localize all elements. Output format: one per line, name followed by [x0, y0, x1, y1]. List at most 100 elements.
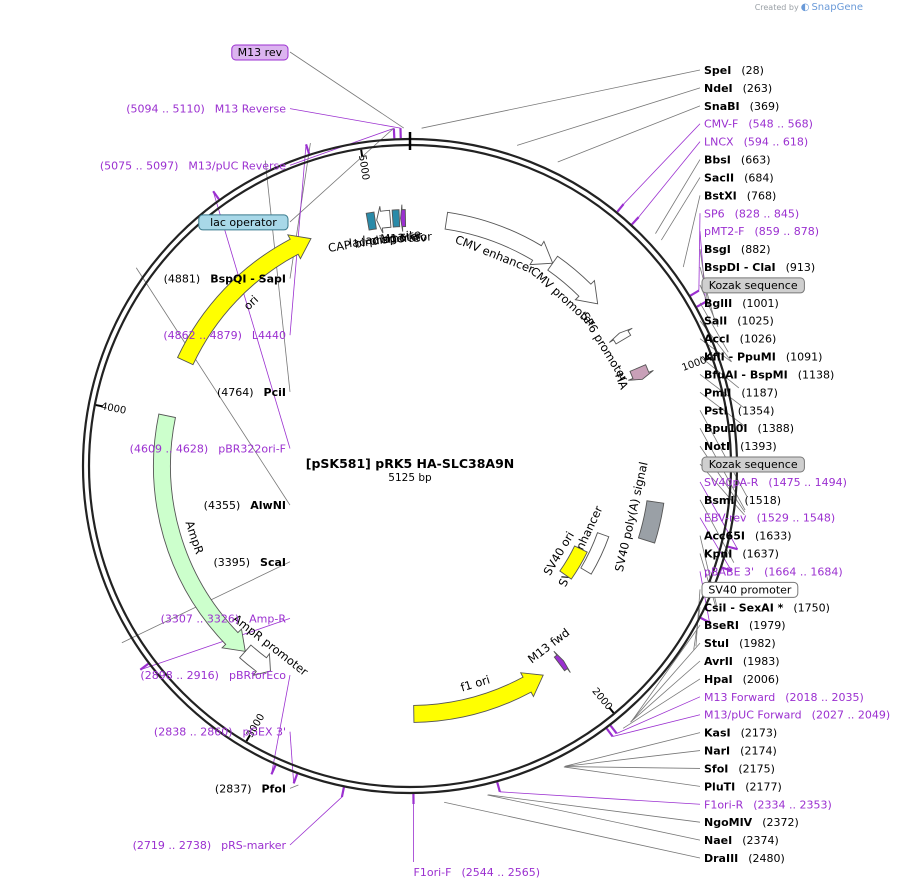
primer-name: Amp-R	[249, 612, 286, 625]
boxed-label-m13-rev[interactable]	[231, 44, 289, 61]
site-label[interactable]: (2837)PfoI	[215, 782, 286, 795]
site-label[interactable]: BspDI - ClaI(913)	[704, 261, 815, 274]
feature-m13-fwd[interactable]	[553, 650, 571, 673]
site-label[interactable]: BbsI(663)	[704, 154, 771, 167]
site-name: AccI	[704, 333, 730, 346]
site-label[interactable]: AvrII(1983)	[704, 655, 779, 668]
feature-ori[interactable]	[176, 234, 312, 366]
primer-label[interactable]: F1ori-F(2544 .. 2565)	[414, 866, 541, 879]
leader-line	[631, 624, 701, 722]
primer-mark	[721, 566, 732, 572]
site-label[interactable]: PmlI(1187)	[704, 386, 778, 399]
site-label[interactable]: Bpu10I(1388)	[704, 422, 794, 435]
leader-line	[140, 618, 291, 671]
primer-mark	[689, 289, 700, 297]
feature-m13-rev[interactable]	[400, 204, 407, 232]
site-name: BstXI	[704, 189, 737, 202]
site-label[interactable]: BfuAI - BspMI(1138)	[704, 368, 834, 381]
site-label[interactable]: SnaBI(369)	[704, 100, 779, 113]
site-label[interactable]: DraIII(2480)	[704, 852, 785, 865]
site-label[interactable]: SpeI(28)	[704, 64, 764, 77]
tick-label: 4000	[100, 401, 127, 417]
primer-label[interactable]: (5094 .. 5110)M13 Reverse	[126, 103, 286, 116]
primer-label[interactable]: LNCX(594 .. 618)	[704, 136, 808, 149]
primer-label[interactable]: pBABE 3'(1664 .. 1684)	[704, 565, 843, 578]
site-label[interactable]: NotI(1393)	[704, 440, 777, 453]
primer-label[interactable]: (3307 .. 3326)Amp-R	[161, 612, 287, 625]
boxed-label-kozak-sequence[interactable]	[701, 277, 805, 294]
site-label[interactable]: PstI(1354)	[704, 404, 774, 417]
site-label[interactable]: PluTI(2177)	[704, 780, 782, 793]
site-label[interactable]: SacII(684)	[704, 171, 774, 184]
feature-sp6-promoter[interactable]	[609, 327, 633, 345]
primer-name: pBR322ori-F	[218, 443, 286, 456]
feature-ampr[interactable]	[153, 413, 246, 652]
boxed-label-lac-operator[interactable]	[198, 214, 289, 231]
primer-coord: (4862 .. 4879)	[163, 329, 242, 342]
site-label[interactable]: (3395) ScaI	[213, 556, 286, 569]
feature-sv40-enhancer[interactable]	[580, 532, 610, 575]
primer-label[interactable]: (2838 .. 2860)pGEX 3'	[154, 726, 286, 739]
primer-label[interactable]: (4609 .. 4628)pBR322ori-F	[130, 443, 286, 456]
primer-name: M13 Forward	[704, 691, 775, 704]
boxed-label-sv40-promoter[interactable]	[701, 581, 799, 598]
site-label[interactable]: Acc65I(1633)	[704, 530, 792, 543]
primer-label[interactable]: F1ori-R(2334 .. 2353)	[704, 798, 832, 811]
feature-label-ha: HA	[612, 371, 631, 392]
primer-label[interactable]: M13 Forward (2018 .. 2035)	[704, 691, 864, 704]
primer-coord: (2334 .. 2353)	[753, 798, 832, 811]
primer-label[interactable]: SV40pA-R(1475 .. 1494)	[704, 476, 847, 489]
site-label[interactable]: KflI - PpuMI(1091)	[704, 351, 822, 364]
primer-label[interactable]: EBV-rev(1529 .. 1548)	[704, 512, 835, 525]
site-coord: (3395)	[213, 556, 250, 569]
primer-label[interactable]: CMV-F(548 .. 568)	[704, 118, 813, 131]
feature-ha[interactable]	[628, 364, 654, 381]
site-label[interactable]: BsmI(1518)	[704, 494, 781, 507]
site-label[interactable]: BglII(1001)	[704, 297, 779, 310]
primer-label[interactable]: M13/pUC Forward(2027 .. 2049)	[704, 709, 890, 722]
site-label[interactable]: (4355)AlwNI	[204, 499, 286, 512]
feature-lac-operator[interactable]	[391, 209, 401, 228]
primer-label[interactable]: (4862 .. 4879)L4440	[163, 329, 286, 342]
site-label[interactable]: SalI(1025)	[704, 315, 774, 328]
feature-ampr-promoter[interactable]	[239, 644, 271, 677]
site-label[interactable]: HpaI(2006)	[704, 673, 779, 686]
site-name: ScaI	[260, 556, 286, 569]
feature-cmv-enhancer[interactable]	[444, 211, 554, 266]
feature-lac-promoter[interactable]	[376, 206, 392, 234]
site-coord: (1633)	[755, 530, 792, 543]
site-label[interactable]: NarI(2174)	[704, 745, 777, 758]
site-label[interactable]: NgoMIV(2372)	[704, 816, 799, 829]
primer-label[interactable]: pMT2-F(859 .. 878)	[704, 225, 819, 238]
leader-line	[212, 191, 291, 449]
site-label[interactable]: BsgI(882)	[704, 243, 771, 256]
feature-cmv-promoter[interactable]	[547, 255, 599, 305]
feature-f1-ori[interactable]	[413, 672, 544, 723]
feature-cap-binding-site[interactable]	[365, 211, 377, 231]
primer-label[interactable]: (5075 .. 5097)M13/pUC Reverse	[100, 159, 286, 172]
site-label[interactable]: BseRI(1979)	[704, 619, 786, 632]
plasmid-length: 5125 bp	[388, 472, 432, 484]
site-label[interactable]: KasI(2173)	[704, 727, 777, 740]
site-label[interactable]: SfoI(2175)	[704, 762, 775, 775]
feature-sv40-ori[interactable]	[559, 545, 588, 580]
site-label[interactable]: StuI(1982)	[704, 637, 776, 650]
primer-label[interactable]: (2719 .. 2738)pRS-marker	[133, 839, 287, 852]
feature-label-lac-operator: lac operator	[362, 229, 433, 247]
site-label[interactable]: BstXI(768)	[704, 189, 776, 202]
site-label[interactable]: NdeI(263)	[704, 82, 772, 95]
site-label[interactable]: (4881)BspQI - SapI	[164, 273, 286, 286]
primer-label[interactable]: SP6(828 .. 845)	[704, 207, 799, 220]
site-label[interactable]: AccI(1026)	[704, 333, 776, 346]
leader-line	[488, 794, 701, 823]
site-label[interactable]: (4764)PciI	[217, 386, 286, 399]
site-label[interactable]: NaeI(2374)	[704, 834, 779, 847]
feature-sv40-poly-a-signal[interactable]	[637, 500, 665, 544]
leader-line	[693, 607, 701, 650]
boxed-label-kozak-sequence[interactable]	[701, 456, 805, 473]
site-label[interactable]: CsiI - SexAI *(1750)	[704, 601, 830, 614]
leader-line	[616, 696, 701, 734]
primer-label[interactable]: (2898 .. 2916)pBRforEco	[140, 669, 286, 682]
site-label[interactable]: KpnI(1637)	[704, 548, 779, 561]
primer-coord: (2018 .. 2035)	[785, 691, 864, 704]
